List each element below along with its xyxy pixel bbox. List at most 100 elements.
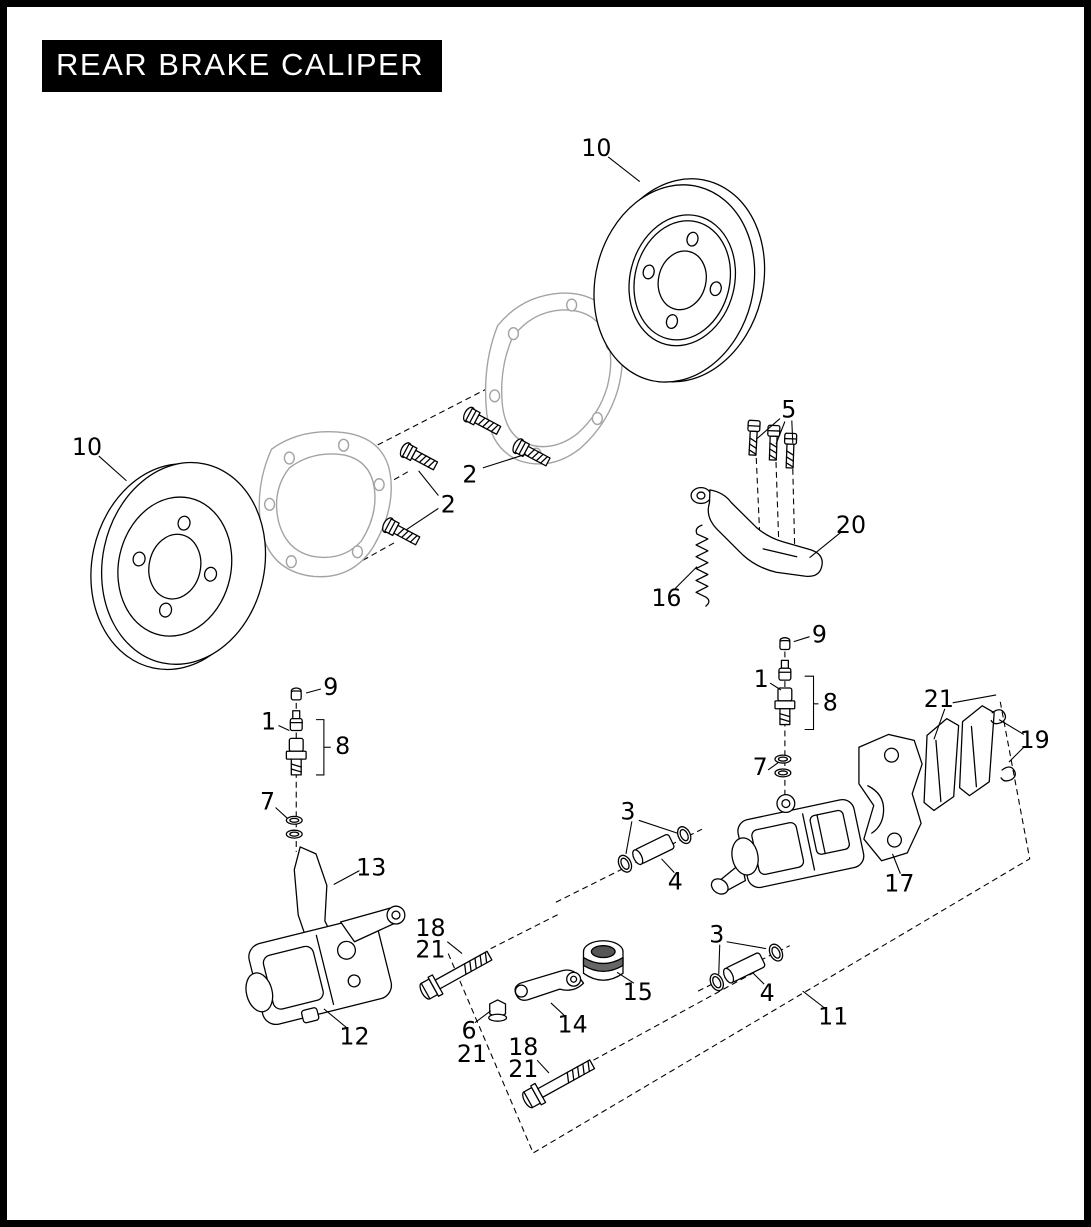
callout-2: 2 <box>462 461 477 489</box>
leader-line <box>661 858 675 874</box>
oring <box>674 823 695 847</box>
leader-line <box>802 990 825 1009</box>
callout-17: 17 <box>884 869 914 897</box>
leader-line <box>482 453 527 469</box>
callout-20: 20 <box>836 511 866 539</box>
leader-line <box>726 941 767 950</box>
callout-8: 8 <box>335 732 350 760</box>
callout-2: 2 <box>441 490 456 518</box>
leader-line <box>933 708 946 740</box>
leader-line <box>769 682 782 691</box>
callout-14: 14 <box>558 1011 588 1039</box>
brake-pads <box>923 705 995 812</box>
leader-line <box>674 566 698 589</box>
return-spring <box>695 524 710 607</box>
oring <box>766 941 786 964</box>
leader-line <box>751 971 765 985</box>
dashed-line <box>775 461 780 549</box>
exploded-parts-diagram: 1010225201691821199187734171318211534111… <box>72 134 1050 1154</box>
leader-line <box>275 807 288 819</box>
callout-3: 3 <box>709 921 724 949</box>
brake-rotor-left <box>90 461 267 671</box>
construction-lines <box>295 354 1031 1154</box>
leader-line <box>793 636 810 643</box>
callout-21: 21 <box>457 1040 487 1068</box>
dashed-line <box>447 700 1031 1154</box>
pad-clips <box>990 709 1016 782</box>
leader-line <box>315 719 325 776</box>
leader-line <box>804 675 815 731</box>
callout-18: 18 <box>415 914 445 942</box>
mounting-plate-ghost <box>484 292 624 465</box>
caliper-bracket <box>858 733 923 862</box>
callout-11: 11 <box>818 1003 848 1031</box>
callout-9: 9 <box>812 621 827 649</box>
leader-line <box>718 944 721 975</box>
slide-pin-right <box>722 952 766 984</box>
callout-9: 9 <box>323 673 338 701</box>
leader-line <box>550 1002 567 1018</box>
oring <box>706 970 727 994</box>
leader-line <box>625 821 633 854</box>
leader-line <box>446 941 463 955</box>
callout-1: 1 <box>261 707 276 735</box>
leader-line <box>278 725 290 731</box>
dashed-line <box>490 912 562 950</box>
lever-arm <box>514 969 585 1001</box>
brake-rotor-right <box>593 178 766 383</box>
leader-line <box>809 531 842 559</box>
callout-12: 12 <box>339 1022 369 1050</box>
callout-18: 18 <box>508 1033 538 1061</box>
dashed-line <box>593 971 755 1061</box>
leader-lines <box>98 156 1026 1074</box>
callout-8: 8 <box>823 689 838 717</box>
callout-19: 19 <box>1020 726 1050 754</box>
leader-line <box>767 761 780 771</box>
callout-1: 1 <box>754 665 769 693</box>
callout-13: 13 <box>356 854 386 882</box>
callout-16: 16 <box>651 584 681 612</box>
callout-4: 4 <box>760 979 775 1007</box>
leader-line <box>405 507 439 531</box>
anchor-bracket <box>690 486 823 578</box>
leader-line <box>474 1010 492 1024</box>
leader-line <box>998 719 1025 735</box>
leader-line <box>952 694 997 704</box>
leader-line <box>791 420 794 444</box>
leader-line <box>305 688 322 694</box>
leader-line <box>607 156 641 183</box>
callout-5: 5 <box>781 396 796 424</box>
leader-line <box>418 470 439 496</box>
leader-line <box>755 418 781 440</box>
rear-caliper-assembly-right <box>710 794 865 895</box>
leader-line <box>891 853 901 874</box>
bracket-screws <box>745 419 798 469</box>
leader-line <box>333 870 360 885</box>
leader-line <box>1008 745 1026 763</box>
flange-nut <box>488 999 508 1022</box>
leader-line <box>98 455 127 482</box>
callout-21: 21 <box>415 936 445 964</box>
callout-10: 10 <box>72 433 102 461</box>
page-title: REAR BRAKE CALIPER <box>42 40 443 92</box>
leader-line <box>638 819 678 834</box>
callout-21: 21 <box>508 1055 538 1083</box>
leader-line <box>616 971 635 984</box>
dashed-line <box>360 542 395 563</box>
dashed-line <box>792 468 796 551</box>
slide-pin-left <box>632 833 675 866</box>
callout-21: 21 <box>924 685 954 713</box>
callout-7: 7 <box>260 787 275 815</box>
rear-caliper-assembly-left <box>245 846 406 1026</box>
bleeder-valve-stack-right <box>774 637 796 778</box>
callout-7: 7 <box>753 753 768 781</box>
callout-15: 15 <box>623 978 653 1006</box>
bushing <box>582 940 624 981</box>
leader-line <box>536 1059 550 1074</box>
callout-10: 10 <box>581 134 611 162</box>
leader-line <box>775 421 786 445</box>
callout-3: 3 <box>620 797 635 825</box>
leader-line <box>323 1008 347 1029</box>
